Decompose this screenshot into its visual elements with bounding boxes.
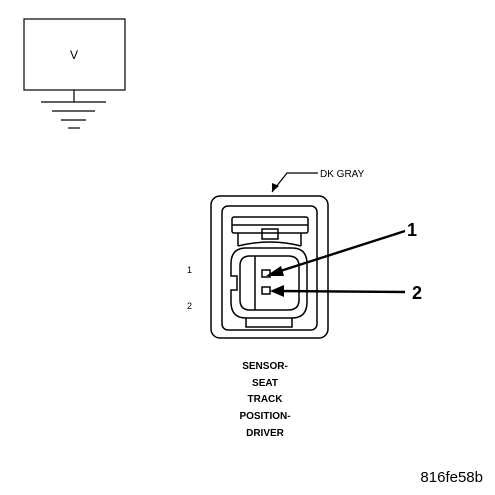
connector-name-line-3: TRACK — [248, 394, 284, 405]
callout-1-line — [270, 229, 406, 276]
pin-cavity — [230, 247, 308, 319]
pin-label-1: 1 — [187, 265, 192, 275]
callout-2-arrowhead — [270, 285, 284, 297]
callout-2: 2 — [270, 283, 422, 303]
connector-color-label: DK GRAY — [320, 169, 365, 180]
pin-2-terminal — [261, 286, 271, 295]
connector-inner-housing — [221, 205, 318, 331]
callout-2-label: 2 — [412, 283, 422, 303]
color-leader-arrowhead — [272, 183, 279, 192]
connector-latch — [231, 216, 309, 247]
connector-name: SENSOR- SEAT TRACK POSITION- DRIVER — [239, 361, 290, 439]
connector-bottom-detail — [245, 318, 293, 328]
color-leader-line — [271, 172, 318, 193]
ground-icon — [41, 90, 106, 129]
connector-name-line-2: SEAT — [252, 378, 278, 389]
connector-body — [210, 195, 329, 339]
connector-name-line-5: DRIVER — [246, 428, 285, 439]
callout-2-line — [277, 289, 406, 294]
callout-1: 1 — [266, 220, 417, 276]
pin-label-2: 2 — [187, 301, 192, 311]
callout-1-arrowhead — [266, 266, 284, 276]
connector-name-line-1: SENSOR- — [242, 361, 288, 372]
voltmeter-symbol: V — [23, 18, 126, 129]
connector-housing — [210, 195, 329, 339]
callout-1-label: 1 — [407, 220, 417, 240]
voltmeter-label: V — [70, 48, 78, 62]
figure-id: 816fe58b — [420, 469, 483, 486]
connector-color-callout: DK GRAY — [271, 169, 365, 193]
connector-name-line-4: POSITION- — [239, 411, 290, 422]
